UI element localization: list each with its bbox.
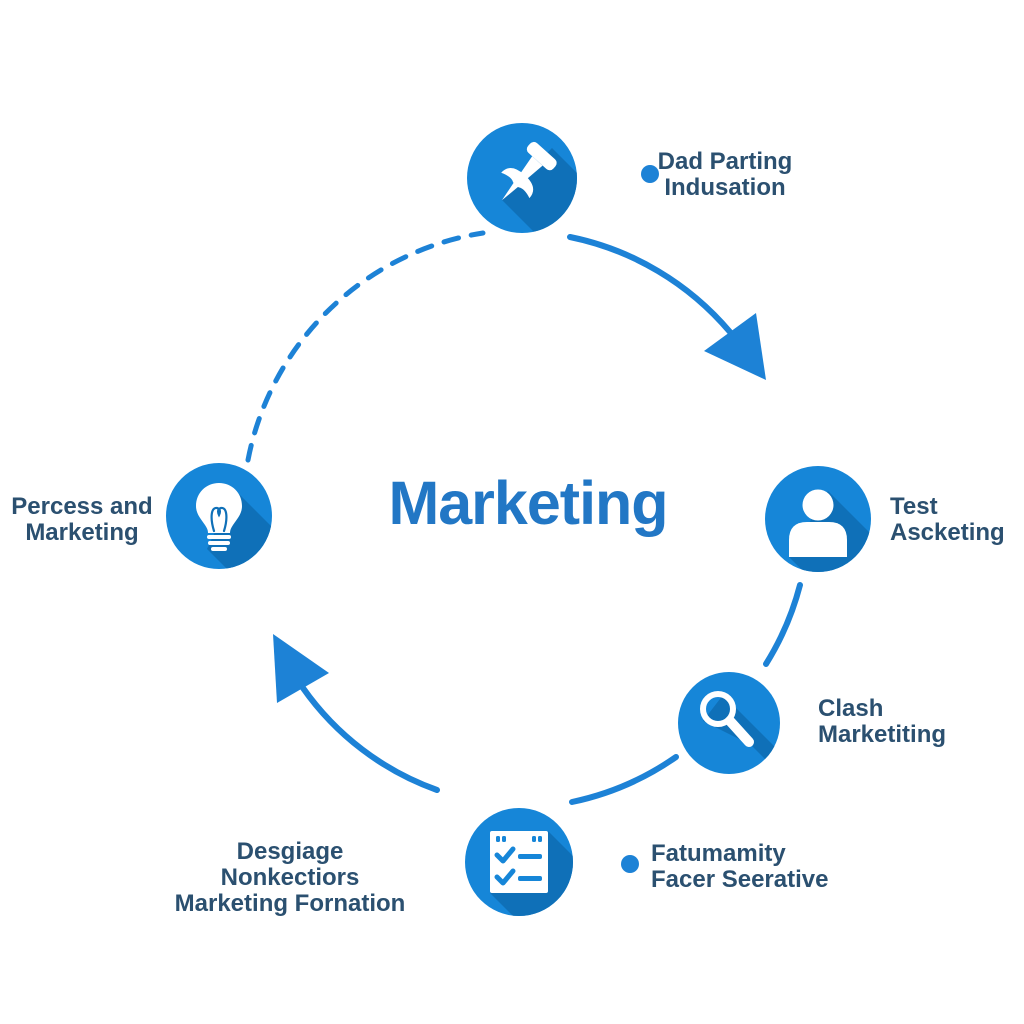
checklist-icon: [465, 808, 573, 916]
person-icon: [765, 466, 871, 572]
bullet-dot: [621, 855, 639, 873]
label-checklist: Fatumamity Facer Seerative: [651, 840, 829, 893]
label-person: Test Ascketing: [890, 493, 1005, 546]
arrowhead-to-person: [704, 313, 766, 380]
long-shadow: [502, 148, 577, 233]
arrowhead-to-lightbulb: [273, 634, 329, 703]
arc-checklist-to-lightbulb: [300, 685, 440, 793]
magnifying-glass-icon: [678, 672, 780, 774]
pushpin-icon: [467, 123, 577, 233]
lightbulb-icon: [166, 463, 272, 569]
arc-lightbulb-to-pushpin-dashed: [245, 230, 486, 463]
cycle-arcs: [245, 230, 803, 805]
bullet-dot: [641, 165, 659, 183]
label-lightbulb: Percess and Marketing: [11, 493, 153, 546]
center-title: Marketing: [388, 469, 668, 537]
arc-pushpin-to-person: [567, 234, 733, 335]
arc-person-to-magnifier: [763, 582, 803, 667]
label-bottom-left: Desgiage Nonkectiors Marketing Fornation: [174, 838, 406, 917]
label-pushpin: Dad Parting Indusation: [657, 148, 793, 201]
arc-magnifier-to-checklist: [569, 754, 679, 805]
label-magnifier: Clash Marketiting: [818, 695, 947, 748]
